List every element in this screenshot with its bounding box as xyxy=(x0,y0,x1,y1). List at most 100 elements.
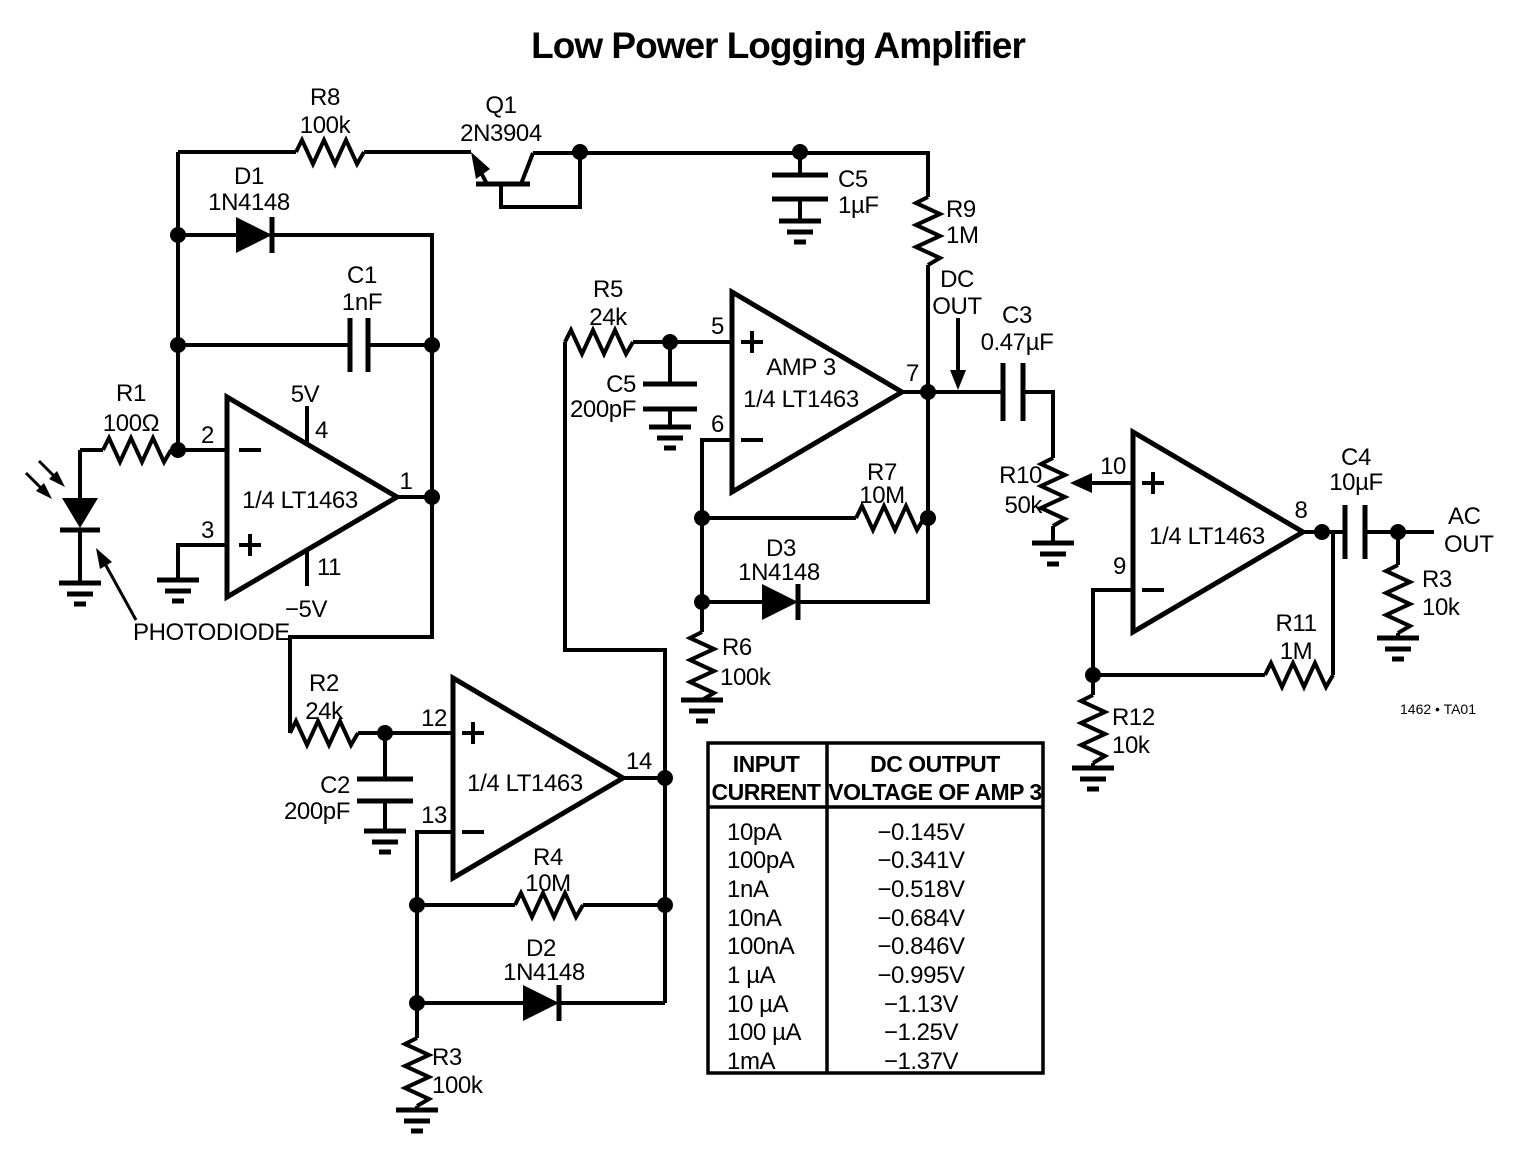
svg-text:100pA: 100pA xyxy=(727,847,795,874)
table-row: 1 µA −0.995V xyxy=(727,962,965,989)
r10-label: R10 xyxy=(999,462,1042,489)
r3-output-resistor xyxy=(1381,563,1415,635)
amp2-label: 1/4 LT1463 xyxy=(467,770,583,797)
amp3-name: AMP 3 xyxy=(766,354,836,381)
c2-value: 200pF xyxy=(284,798,350,825)
watermark: 1462 • TA01 xyxy=(1400,701,1476,717)
r9-resistor xyxy=(911,195,945,267)
svg-text:−1.25V: −1.25V xyxy=(884,1019,959,1046)
ground-symbols xyxy=(59,218,1419,1134)
table-row: 10nA −0.684V xyxy=(727,905,965,932)
amp1-label: 1/4 LT1463 xyxy=(242,487,358,514)
d1-diode xyxy=(236,217,275,253)
amp4-opamp xyxy=(1130,427,1308,637)
svg-text:−0.518V: −0.518V xyxy=(877,876,965,903)
d3-diode xyxy=(762,584,801,620)
photodiode xyxy=(60,498,100,533)
table-row: 1nA −0.518V xyxy=(727,876,965,903)
r8-value: 100k xyxy=(300,112,352,139)
svg-text:−0.684V: −0.684V xyxy=(877,905,965,932)
r7-value: 10M xyxy=(859,482,905,509)
r9-label: R9 xyxy=(946,196,976,223)
svg-text:1nA: 1nA xyxy=(727,876,769,903)
c5-filter-label: C5 xyxy=(606,371,636,398)
d3-label: D3 xyxy=(766,535,796,562)
r2-resistor xyxy=(288,716,360,750)
r5-resistor xyxy=(563,325,635,359)
table-row: 1mA −1.37V xyxy=(727,1048,959,1075)
r1-value: 100Ω xyxy=(103,410,159,437)
c1-label: C1 xyxy=(347,262,377,289)
table-header-col2-line2: VOLTAGE OF AMP 3 xyxy=(828,779,1042,805)
r1-label: R1 xyxy=(116,380,146,407)
r5-value: 24k xyxy=(589,304,628,331)
amp1-opamp xyxy=(224,392,402,602)
r7-resistor xyxy=(854,501,926,535)
amp1-pin2: 2 xyxy=(201,422,214,449)
r4-resistor xyxy=(513,888,585,922)
svg-text:100nA: 100nA xyxy=(727,933,795,960)
amp3-pin6: 6 xyxy=(711,411,724,438)
svg-text:10 µA: 10 µA xyxy=(727,991,789,1018)
r10-wiper-arrow xyxy=(1070,473,1092,493)
amp3-pin7: 7 xyxy=(906,360,919,387)
q1-label: Q1 xyxy=(485,92,516,119)
amp2-pin12: 12 xyxy=(421,705,447,732)
r6-value: 100k xyxy=(720,664,772,691)
dc-out-label-line2: OUT xyxy=(932,293,982,320)
r10-potentiometer xyxy=(1036,456,1070,528)
amp3-pin5: 5 xyxy=(711,313,724,340)
r3-bottom-resistor xyxy=(400,1036,434,1108)
c1-value: 1nF xyxy=(342,289,382,316)
d3-value: 1N4148 xyxy=(738,559,820,586)
svg-text:−1.13V: −1.13V xyxy=(884,991,959,1018)
r3-bottom-value: 100k xyxy=(432,1072,484,1099)
c2-capacitor xyxy=(357,776,413,804)
r2-label: R2 xyxy=(309,670,339,697)
amp4-label: 1/4 LT1463 xyxy=(1149,523,1265,550)
c5-bypass-value: 1µF xyxy=(838,192,879,219)
d2-value: 1N4148 xyxy=(503,959,585,986)
svg-text:10pA: 10pA xyxy=(727,819,782,846)
ac-out-label-line2: OUT xyxy=(1444,531,1494,558)
table-row: 10 µA −1.13V xyxy=(727,991,959,1018)
amp1-pin3: 3 xyxy=(201,517,214,544)
r8-label: R8 xyxy=(310,84,340,111)
q1-value: 2N3904 xyxy=(460,120,542,147)
table-header-col1-line2: CURRENT xyxy=(712,779,821,805)
amp1-supply-neg: −5V xyxy=(285,596,328,623)
q1-transistor xyxy=(471,152,530,187)
table-header-col2-line1: DC OUTPUT xyxy=(870,751,1000,777)
results-table: INPUT CURRENT DC OUTPUT VOLTAGE OF AMP 3… xyxy=(706,741,1045,1075)
r10-value: 50k xyxy=(1005,492,1044,519)
r3-output-value: 10k xyxy=(1422,594,1461,621)
table-row: 100 µA −1.25V xyxy=(727,1019,959,1046)
r4-value: 10M xyxy=(525,870,571,897)
c5-filter-capacitor xyxy=(643,381,697,412)
amp3-opamp xyxy=(729,287,907,497)
amp2-opamp xyxy=(450,673,628,883)
r11-resistor xyxy=(1263,658,1335,692)
dc-out-label-line1: DC xyxy=(940,266,974,293)
amp2-pin13: 13 xyxy=(421,802,447,829)
dc-out-arrow xyxy=(950,370,966,390)
c2-label: C2 xyxy=(320,772,350,799)
r11-value: 1M xyxy=(1280,638,1313,665)
c4-label: C4 xyxy=(1341,444,1371,471)
amp4-input-signs xyxy=(1142,472,1164,592)
c4-value: 10µF xyxy=(1329,469,1383,496)
c5-bypass-capacitor xyxy=(772,172,828,202)
r1-resistor xyxy=(101,433,173,467)
c5-filter-value: 200pF xyxy=(570,396,636,423)
r12-label: R12 xyxy=(1112,704,1155,731)
svg-text:1 µA: 1 µA xyxy=(727,962,776,989)
table-row: 100pA −0.341V xyxy=(727,847,965,874)
d1-label: D1 xyxy=(234,163,264,190)
svg-text:10nA: 10nA xyxy=(727,905,782,932)
svg-text:100 µA: 100 µA xyxy=(727,1019,802,1046)
c3-value: 0.47µF xyxy=(981,329,1054,356)
r5-label: R5 xyxy=(593,276,623,303)
table-row: 10pA −0.145V xyxy=(727,819,965,846)
svg-text:−0.846V: −0.846V xyxy=(877,933,965,960)
